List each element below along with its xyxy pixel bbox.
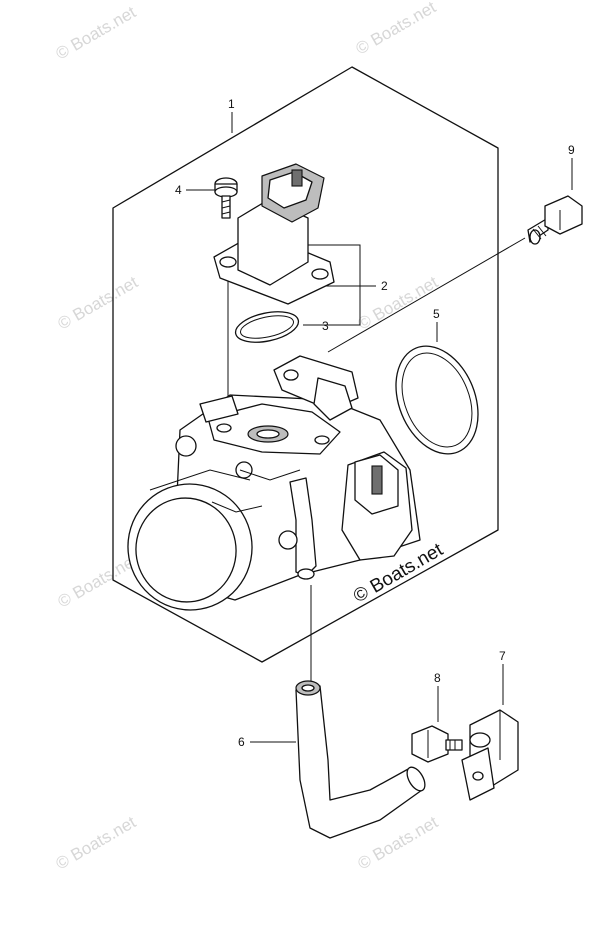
callout-6: 6 bbox=[238, 735, 245, 749]
watermark: © Boats.net bbox=[55, 550, 142, 611]
hose-part-6 bbox=[295, 680, 426, 839]
callout-3: 3 bbox=[322, 319, 329, 333]
callout-7: 7 bbox=[499, 649, 506, 663]
callout-4: 4 bbox=[175, 183, 182, 197]
o-ring-part-3 bbox=[234, 311, 300, 343]
leader-lines bbox=[186, 112, 573, 749]
callout-1: 1 bbox=[228, 97, 235, 111]
screw-part-4 bbox=[214, 177, 238, 219]
callout-9: 9 bbox=[568, 143, 575, 157]
watermark: © Boats.net bbox=[355, 272, 442, 333]
callout-2: 2 bbox=[381, 279, 388, 293]
bolt-part-9 bbox=[527, 195, 583, 245]
callouts: 1 2 3 4 5 6 7 8 9 bbox=[175, 97, 575, 749]
throttle-body-part-1 bbox=[127, 355, 421, 611]
watermark: © Boats.net bbox=[55, 272, 142, 333]
bolt-part-8 bbox=[411, 725, 463, 763]
assembly-frame bbox=[112, 66, 499, 663]
callout-5: 5 bbox=[433, 307, 440, 321]
watermark: © Boats.net bbox=[53, 812, 140, 873]
watermark: © Boats.net bbox=[53, 2, 140, 63]
idle-air-valve-part-2 bbox=[213, 163, 335, 305]
o-ring-part-5 bbox=[395, 345, 479, 455]
watermark: © Boats.net bbox=[353, 0, 440, 58]
clamp-part-7 bbox=[461, 709, 519, 801]
callout-8: 8 bbox=[434, 671, 441, 685]
